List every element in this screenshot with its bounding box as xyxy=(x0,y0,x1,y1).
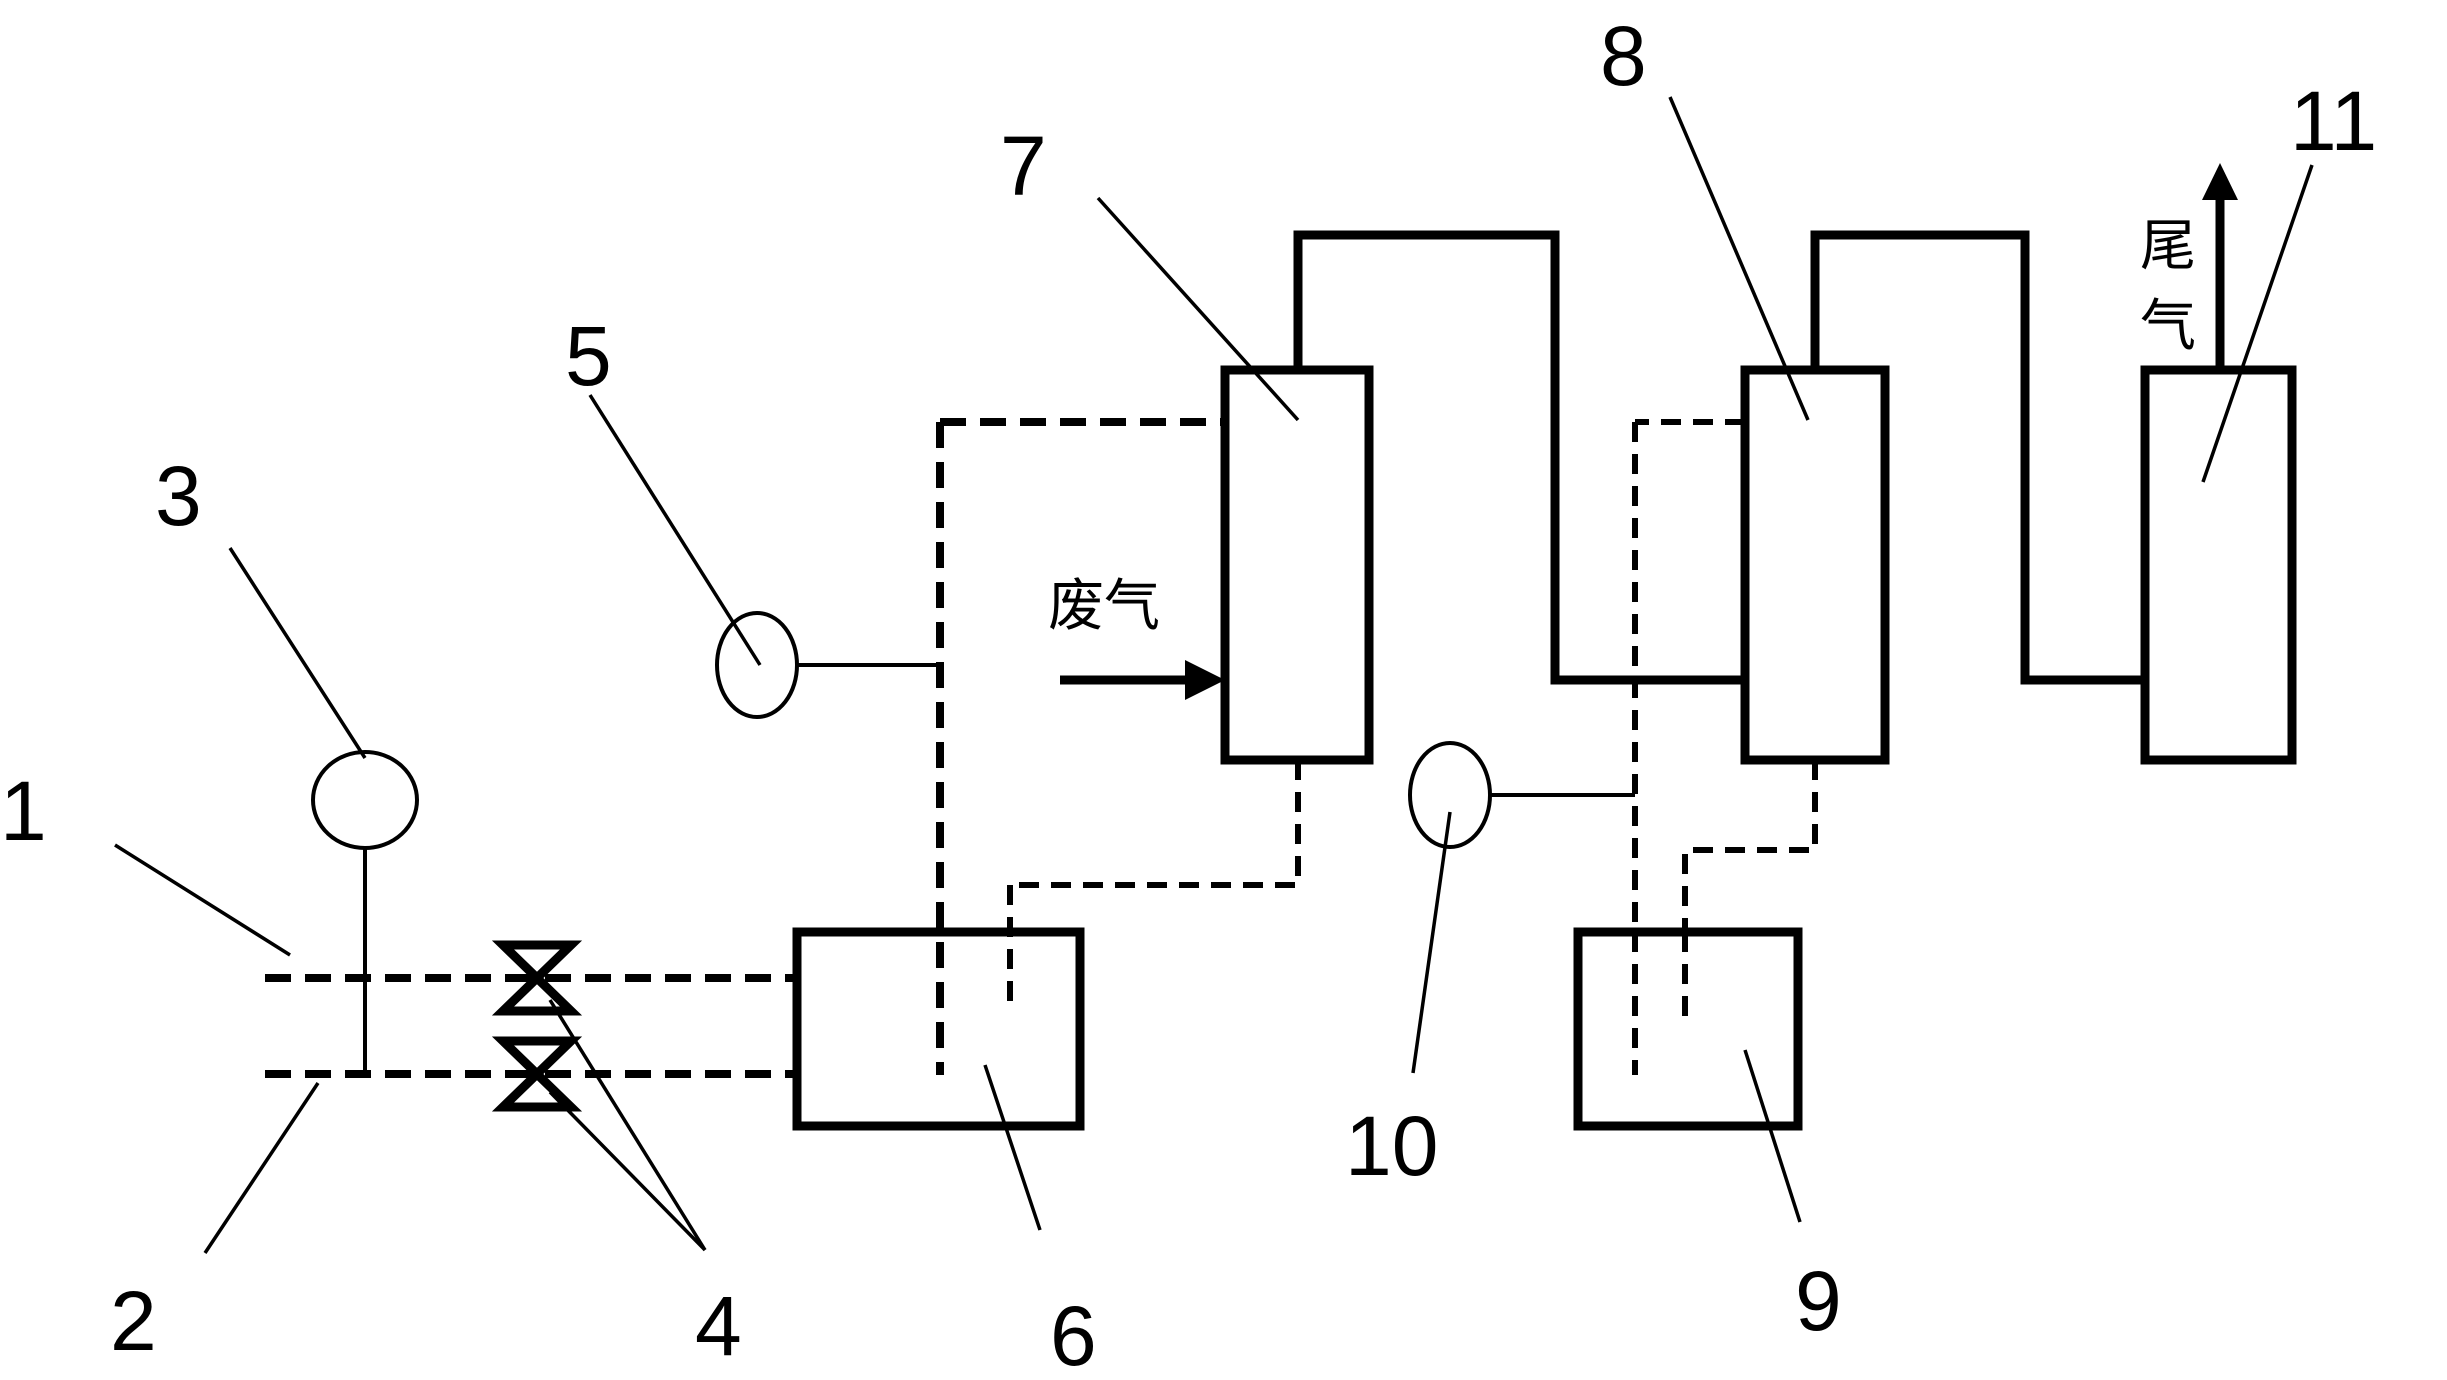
tank-9 xyxy=(1573,927,1803,1131)
label-4: 4 xyxy=(695,1279,742,1373)
return-line-8 xyxy=(1682,760,1818,1028)
label-5: 5 xyxy=(565,309,612,403)
label-8: 8 xyxy=(1600,9,1647,103)
return-line-7 xyxy=(1010,760,1301,888)
tail-gas-label-1: 尾 xyxy=(2140,214,2196,279)
label-3: 3 xyxy=(155,449,202,543)
leader-4a xyxy=(548,999,707,1251)
label-2: 2 xyxy=(110,1274,157,1368)
valve-lower xyxy=(491,1036,583,1112)
valve-upper xyxy=(491,940,583,1016)
leader-3 xyxy=(228,547,367,759)
leader-7 xyxy=(1096,196,1300,422)
waste-gas-arrowhead xyxy=(1185,660,1225,700)
leader-10 xyxy=(1411,811,1452,1074)
column-8 xyxy=(1740,365,1890,765)
label-9: 9 xyxy=(1795,1254,1842,1348)
leader-11 xyxy=(2201,164,2314,483)
pressure-gauge-10 xyxy=(1408,741,1492,849)
waste-gas-label: 废气 xyxy=(1048,574,1160,639)
label-6: 6 xyxy=(1050,1289,1097,1380)
leader-5 xyxy=(588,394,762,666)
label-11: 11 xyxy=(2290,74,2377,168)
pressure-gauge-5 xyxy=(715,611,799,719)
leader-2 xyxy=(203,1082,320,1254)
label-1: 1 xyxy=(0,764,47,858)
gas-line-8-to-11 xyxy=(1810,230,2145,685)
leader-1 xyxy=(114,843,291,957)
leader-6 xyxy=(983,1064,1042,1231)
label-10: 10 xyxy=(1345,1099,1438,1193)
gas-line-7-to-8 xyxy=(1293,230,1745,685)
leader-4b xyxy=(548,1090,707,1252)
leader-9 xyxy=(1743,1049,1802,1223)
tail-gas-arrowhead xyxy=(2202,163,2238,200)
label-7: 7 xyxy=(1000,119,1047,213)
column-11 xyxy=(2140,365,2297,765)
pressure-gauge-3 xyxy=(311,750,419,850)
column-7 xyxy=(1220,365,1374,765)
tail-gas-label-2: 气 xyxy=(2140,294,2196,359)
leader-8 xyxy=(1668,96,1810,421)
